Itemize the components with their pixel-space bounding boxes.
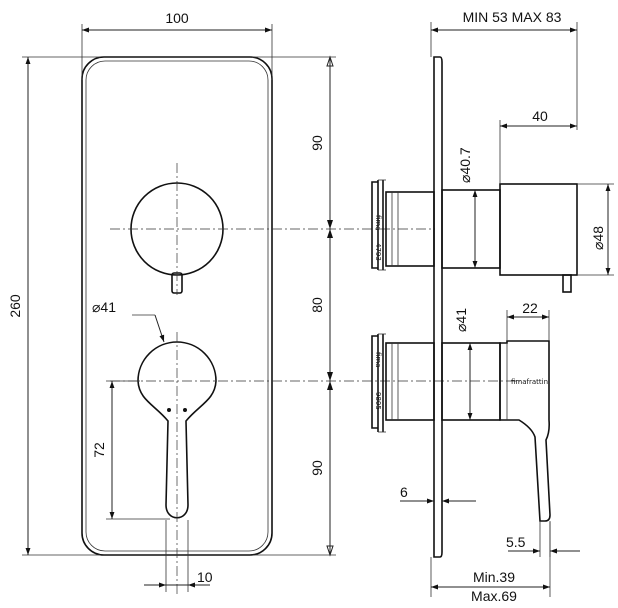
bottom-body-stamp-brand: fima xyxy=(374,352,382,368)
diameter-leader xyxy=(154,314,165,343)
top-valve-body: fima 4793 xyxy=(371,179,435,271)
lever-width-label: 10 xyxy=(197,569,213,585)
min-depth-label: Min.39 xyxy=(473,569,515,585)
lever-stamp: fimafrattini xyxy=(511,378,550,386)
handle-diameter-label: ⌀41 xyxy=(92,299,116,315)
top-pin-side xyxy=(562,274,572,293)
valve-spacing-label: 80 xyxy=(309,297,325,313)
top-flange-diameter-label: ⌀40.7 xyxy=(457,147,473,183)
side-wall-plate xyxy=(433,56,443,558)
height-dimension-label: 260 xyxy=(7,294,23,318)
top-offset-label: 90 xyxy=(309,135,325,151)
top-knob-side xyxy=(499,183,578,276)
cap-diameter-label: ⌀48 xyxy=(590,226,606,250)
plate-thickness-label: 6 xyxy=(400,484,408,500)
depth-range-label: MIN 53 MAX 83 xyxy=(463,9,562,25)
bottom-flange-diameter-label: ⌀41 xyxy=(453,308,469,332)
front-view: 100 260 90 80 90 ⌀41 xyxy=(7,10,520,596)
top-body-stamp-code: 4793 xyxy=(374,243,382,261)
top-cap xyxy=(441,189,501,269)
side-view: MIN 53 MAX 83 fima 4793 ⌀40.7 40 ⌀4 xyxy=(371,9,614,604)
max-depth-label: Max.69 xyxy=(471,588,517,604)
lever-depth-label: 22 xyxy=(522,300,538,316)
lever-length-label: 72 xyxy=(91,442,107,458)
lever-offset-label: 5.5 xyxy=(506,534,526,550)
bottom-valve-body: fima 9805 xyxy=(371,333,435,433)
bottom-offset-label: 90 xyxy=(309,460,325,476)
top-body-stamp-brand: fima xyxy=(374,215,382,231)
cap-length-label: 40 xyxy=(532,108,548,124)
width-dimension-label: 100 xyxy=(165,10,189,26)
bottom-body-stamp-code: 9805 xyxy=(374,392,382,410)
lever-side-profile xyxy=(499,340,551,522)
bottom-cap xyxy=(441,342,501,421)
